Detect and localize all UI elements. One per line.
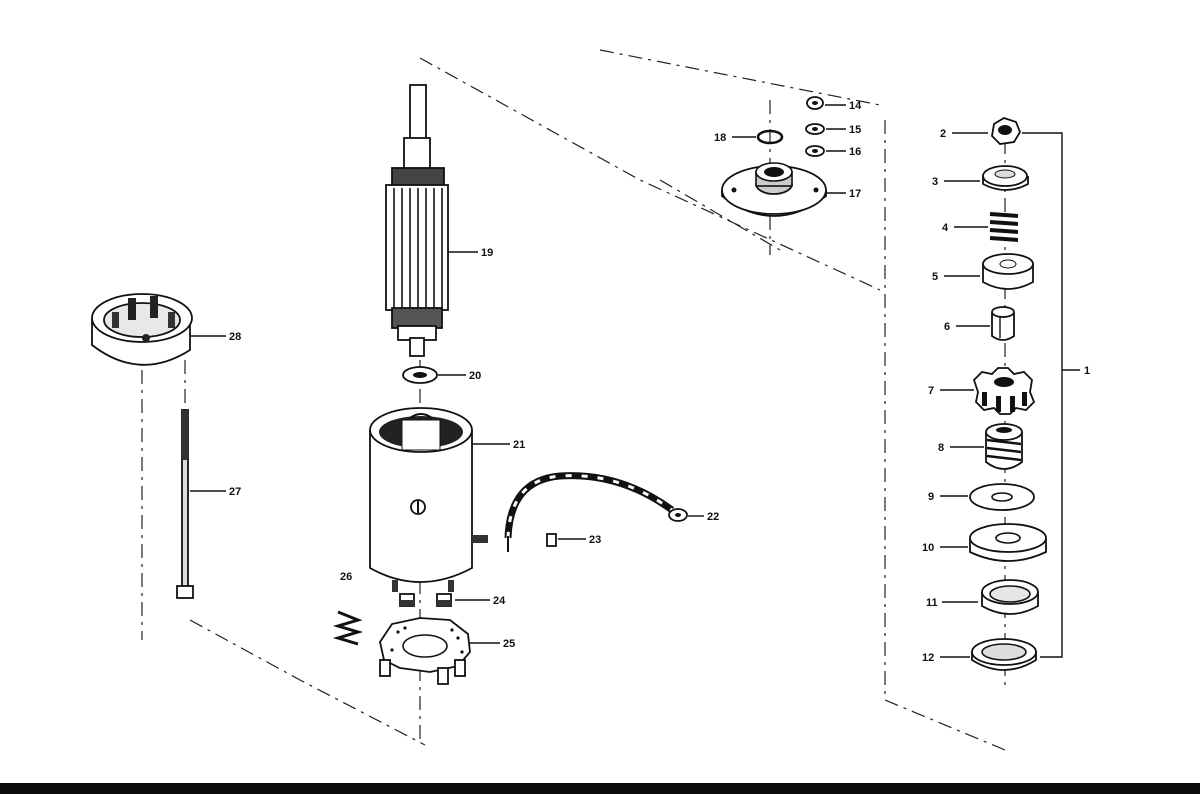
part-25-brush-plate xyxy=(379,617,471,685)
label-16: 16 xyxy=(849,146,861,158)
label-7: 7 xyxy=(928,385,934,397)
part-10-cushion-cup xyxy=(969,523,1047,562)
label-3: 3 xyxy=(932,176,938,188)
part-11-retainer xyxy=(981,579,1039,615)
part-5-spacer xyxy=(982,253,1034,290)
part-28-end-cap xyxy=(91,293,193,366)
part-27-through-bolt xyxy=(176,409,194,599)
part-8-drive-screw xyxy=(985,423,1023,470)
part-16-washer xyxy=(805,145,825,157)
label-27: 27 xyxy=(229,486,241,498)
label-12: 12 xyxy=(922,652,934,664)
label-18: 18 xyxy=(714,132,726,144)
part-3-stop-collar xyxy=(982,165,1029,191)
part-24-brushes xyxy=(399,593,452,607)
label-14: 14 xyxy=(849,100,862,112)
label-9: 9 xyxy=(928,491,934,503)
part-17-head-flange xyxy=(721,162,827,217)
part-2-locknut xyxy=(991,117,1022,145)
label-19: 19 xyxy=(481,247,493,259)
label-6: 6 xyxy=(944,321,950,333)
label-10: 10 xyxy=(922,542,934,554)
bottom-rule xyxy=(0,783,1200,794)
part-19-armature xyxy=(385,84,449,357)
part-20-washer xyxy=(402,366,438,384)
part-6-bushing xyxy=(991,306,1015,341)
label-15: 15 xyxy=(849,124,861,136)
label-1: 1 xyxy=(1084,365,1090,377)
label-17: 17 xyxy=(849,188,861,200)
part-4-spring xyxy=(989,212,1019,244)
part-labels: 2 3 4 5 6 7 8 9 10 11 12 1 14 15 16 17 1… xyxy=(229,100,1090,664)
label-28: 28 xyxy=(229,331,241,343)
part-14-nut xyxy=(806,96,824,110)
label-25: 25 xyxy=(503,638,515,650)
label-4: 4 xyxy=(942,222,949,234)
label-20: 20 xyxy=(469,370,481,382)
label-2: 2 xyxy=(940,128,946,140)
label-26: 26 xyxy=(340,571,352,583)
label-23: 23 xyxy=(589,534,601,546)
part-21-frame-housing xyxy=(369,407,488,592)
part-15-lockwasher xyxy=(805,123,825,135)
part-7-pinion-gear xyxy=(972,367,1036,415)
part-23-terminal-clip xyxy=(546,533,557,547)
label-21: 21 xyxy=(513,439,525,451)
part-22-cable xyxy=(504,472,688,552)
leader-lines xyxy=(190,104,1080,658)
label-5: 5 xyxy=(932,271,938,283)
label-22: 22 xyxy=(707,511,719,523)
label-11: 11 xyxy=(926,597,938,609)
part-26-brush-spring xyxy=(332,610,364,646)
part-18-o-ring xyxy=(756,129,784,145)
part-9-thrust-washer xyxy=(969,483,1035,511)
part-12-cup xyxy=(971,638,1037,671)
alignment-lines xyxy=(141,49,1006,751)
label-24: 24 xyxy=(493,595,506,607)
label-8: 8 xyxy=(938,442,944,454)
